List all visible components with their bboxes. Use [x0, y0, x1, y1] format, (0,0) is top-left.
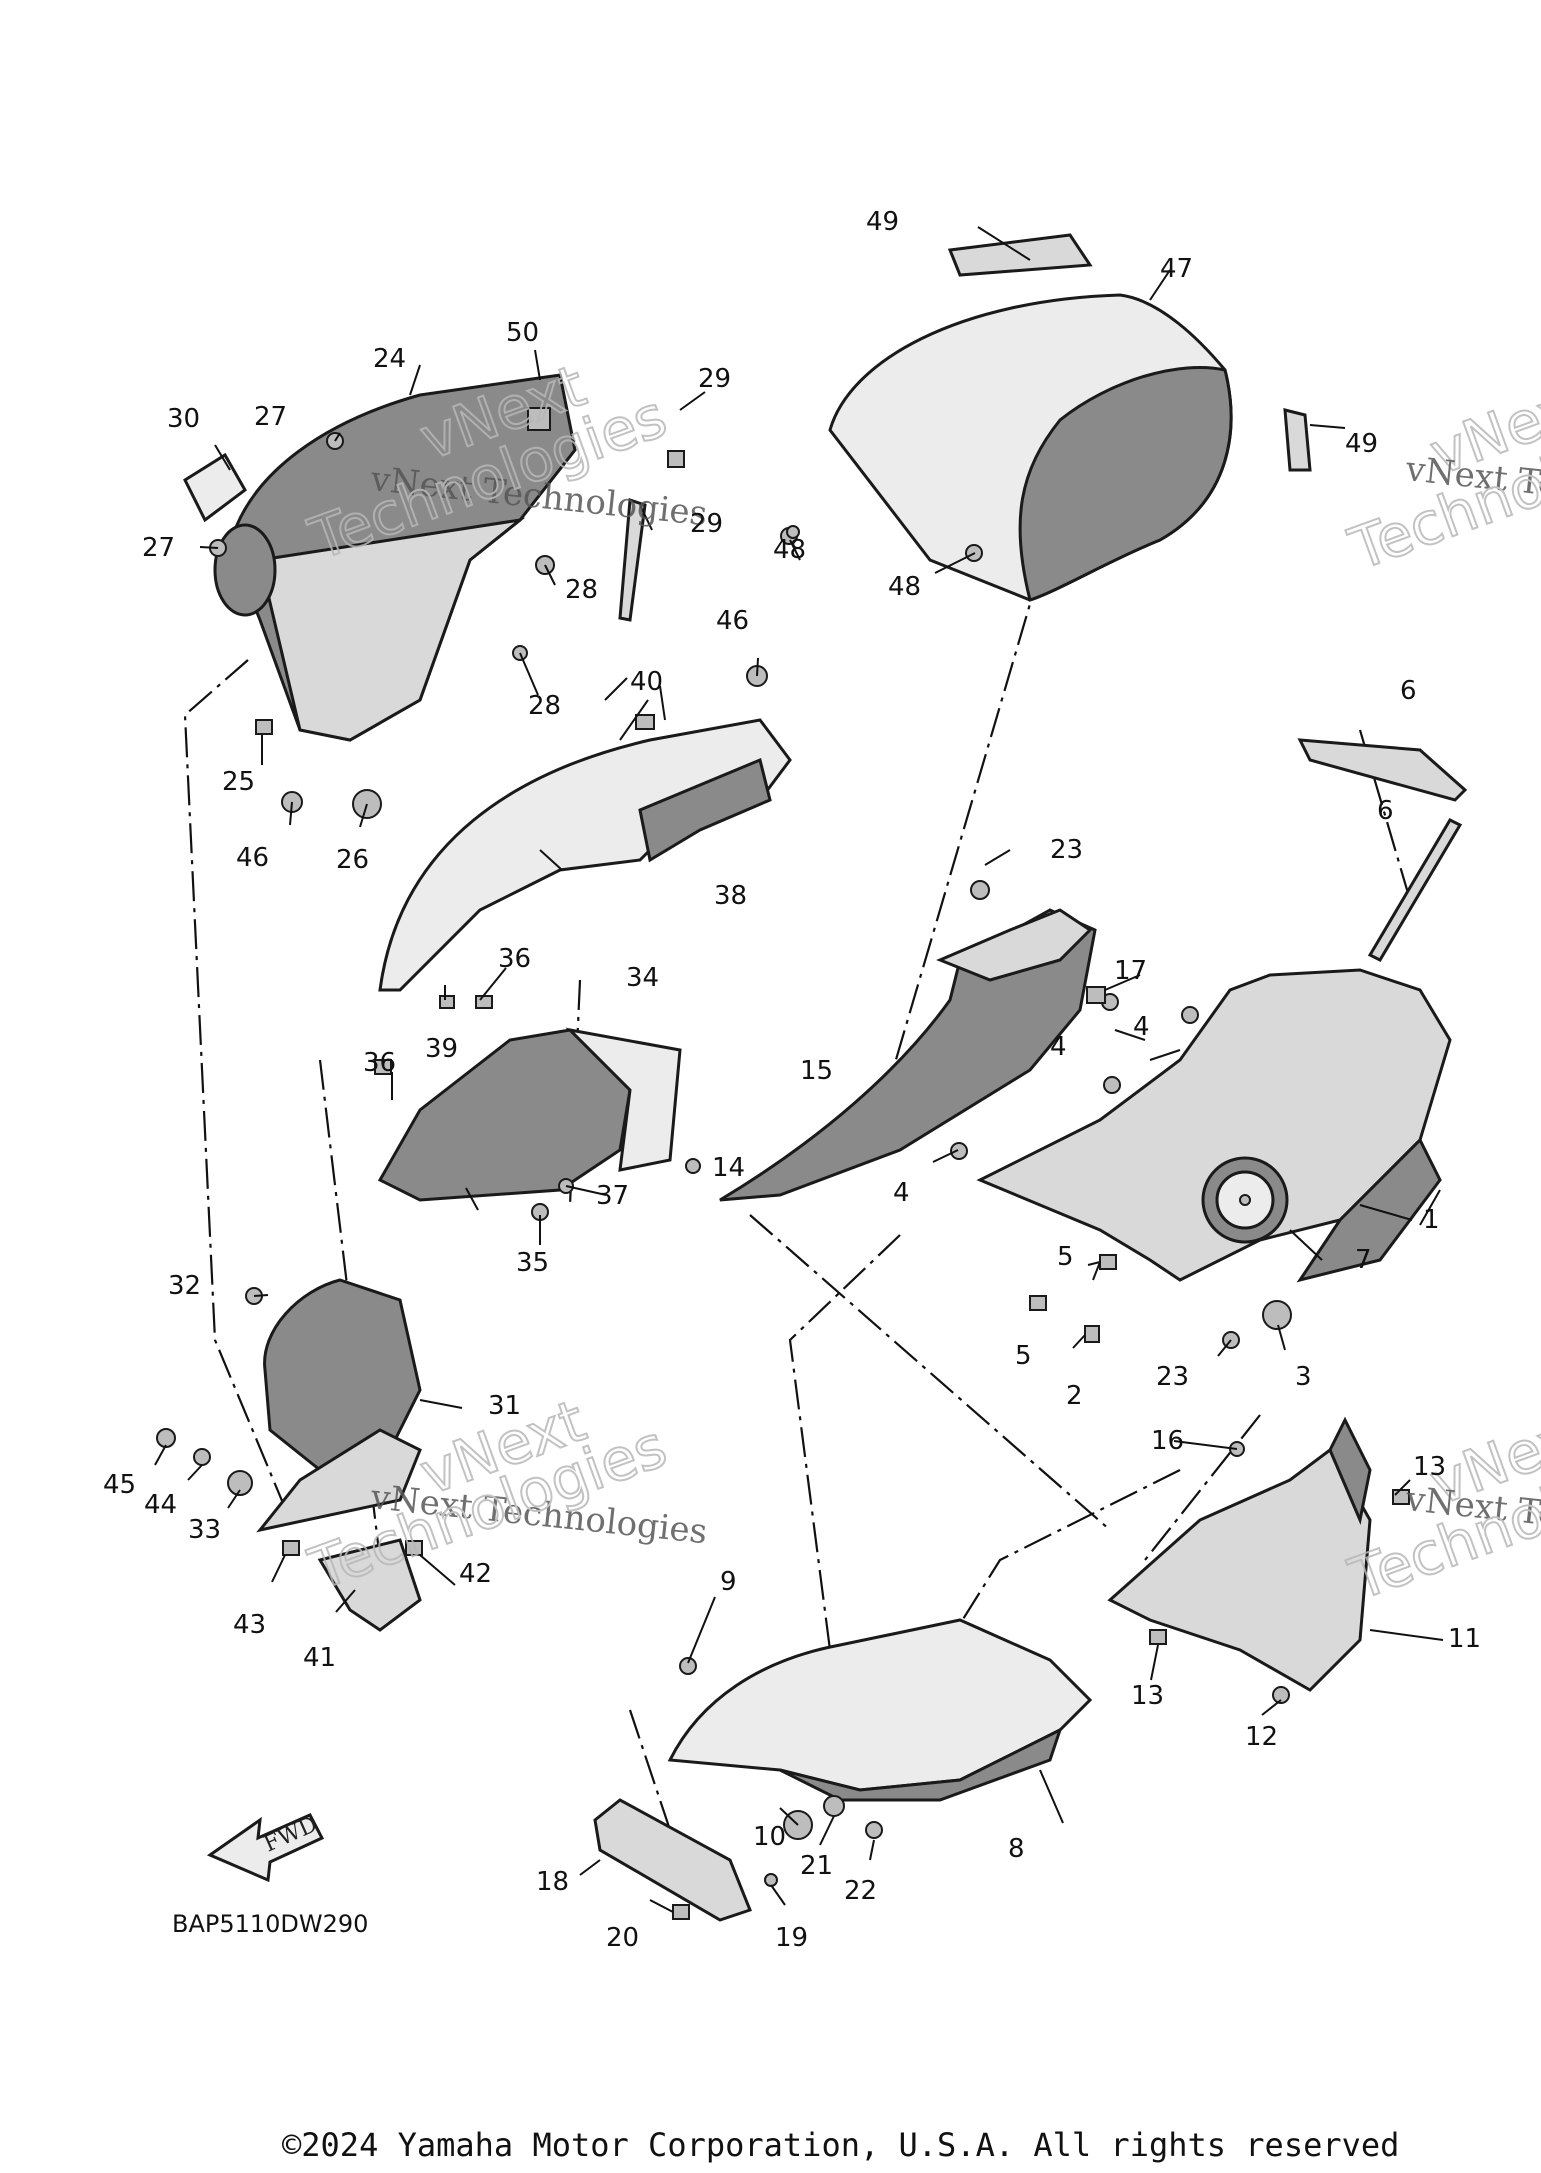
callout-25: 25: [222, 767, 255, 797]
callout-31: 31: [488, 1391, 521, 1421]
callout-49b: 49: [1345, 429, 1378, 459]
callout-21: 21: [800, 1851, 833, 1881]
callout-numbers: 49 47 49 48 48 50 24 29 29 30 27 27 28 2…: [103, 207, 1481, 1953]
callout-47: 47: [1160, 254, 1193, 284]
leader-lines: [154, 226, 1444, 1913]
callout-19: 19: [775, 1923, 808, 1953]
callout-4b: 4: [1050, 1032, 1067, 1062]
callout-32: 32: [168, 1271, 201, 1301]
side-panel-part-1: [976, 968, 1452, 1283]
callout-36b: 36: [363, 1048, 396, 1078]
bracket-part-18: [593, 1798, 752, 1922]
callout-40: 40: [630, 667, 663, 697]
callout-26: 26: [336, 845, 369, 875]
callout-16: 16: [1151, 1426, 1184, 1456]
callout-5b: 5: [1015, 1341, 1032, 1371]
callout-42: 42: [459, 1559, 492, 1589]
callout-29b: 29: [690, 509, 723, 539]
inner-panel-part-38: [378, 718, 792, 992]
callout-27a: 27: [254, 402, 287, 432]
callout-15: 15: [800, 1056, 833, 1086]
callout-41: 41: [303, 1643, 336, 1673]
trim-part-6b: [1367, 818, 1463, 962]
tank-trim-part-49a: [947, 233, 1093, 277]
callout-6a: 6: [1400, 676, 1417, 706]
callout-38: 38: [714, 881, 747, 911]
callout-9: 9: [720, 1567, 737, 1597]
callout-7: 7: [1355, 1245, 1372, 1275]
callout-11: 11: [1448, 1624, 1481, 1654]
callout-46b: 46: [236, 843, 269, 873]
lower-panel-part-11: [1107, 1416, 1372, 1692]
callout-37: 37: [596, 1181, 629, 1211]
callout-23a: 23: [1050, 835, 1083, 865]
callout-48b: 48: [888, 572, 921, 602]
callout-45: 45: [103, 1470, 136, 1500]
under-cowl-part-8: [667, 1618, 1093, 1802]
trim-strip-part-29: [618, 497, 647, 622]
callout-8: 8: [1008, 1834, 1025, 1864]
callout-48a: 48: [773, 535, 806, 565]
bracket-part-31: [256, 1278, 422, 1533]
callout-36a: 36: [498, 944, 531, 974]
front-cowl-part-24: [213, 373, 577, 742]
inner-cover-part-34: [377, 1027, 682, 1202]
callout-30: 30: [167, 404, 200, 434]
callout-18: 18: [536, 1867, 569, 1897]
callout-33: 33: [188, 1515, 221, 1545]
callout-6b: 6: [1377, 796, 1394, 826]
callout-13a: 13: [1413, 1452, 1446, 1482]
tank-cover-part-47: [828, 293, 1233, 602]
callout-29a: 29: [698, 364, 731, 394]
callout-27b: 27: [142, 533, 175, 563]
callout-4a: 4: [1133, 1012, 1150, 1042]
tank-trim-part-49b: [1283, 408, 1312, 472]
cap-part-30: [183, 452, 247, 523]
callout-50: 50: [506, 318, 539, 348]
callout-4c: 4: [893, 1178, 910, 1208]
callout-44: 44: [144, 1490, 177, 1520]
callout-13b: 13: [1131, 1681, 1164, 1711]
callout-23b: 23: [1156, 1362, 1189, 1392]
copyright-notice: ©2024 Yamaha Motor Corporation, U.S.A. A…: [282, 2126, 1400, 2164]
forward-direction-arrow-icon: FWD: [206, 1812, 325, 1883]
fasteners: [156, 407, 1410, 1920]
callout-35: 35: [516, 1248, 549, 1278]
callout-43: 43: [233, 1610, 266, 1640]
callout-34: 34: [626, 963, 659, 993]
callout-2: 2: [1066, 1381, 1083, 1411]
callout-46a: 46: [716, 606, 749, 636]
callout-20: 20: [606, 1923, 639, 1953]
callout-3: 3: [1295, 1362, 1312, 1392]
callout-39: 39: [425, 1034, 458, 1064]
callout-12: 12: [1245, 1722, 1278, 1752]
trim-part-6a: [1297, 738, 1468, 802]
callout-28b: 28: [528, 691, 561, 721]
callout-28a: 28: [565, 575, 598, 605]
watermarks: vNext vNext Technologies Technologies vN…: [300, 350, 1541, 1614]
callout-24: 24: [373, 344, 406, 374]
callout-22: 22: [844, 1876, 877, 1906]
callout-10: 10: [753, 1822, 786, 1852]
callout-1: 1: [1423, 1205, 1440, 1235]
side-cover-part-15: [719, 908, 1097, 1202]
callout-14: 14: [712, 1153, 745, 1183]
callout-49a: 49: [866, 207, 899, 237]
callout-17: 17: [1114, 956, 1147, 986]
callout-5a: 5: [1057, 1242, 1074, 1272]
diagram-code: BAP5110DW290: [172, 1910, 368, 1938]
